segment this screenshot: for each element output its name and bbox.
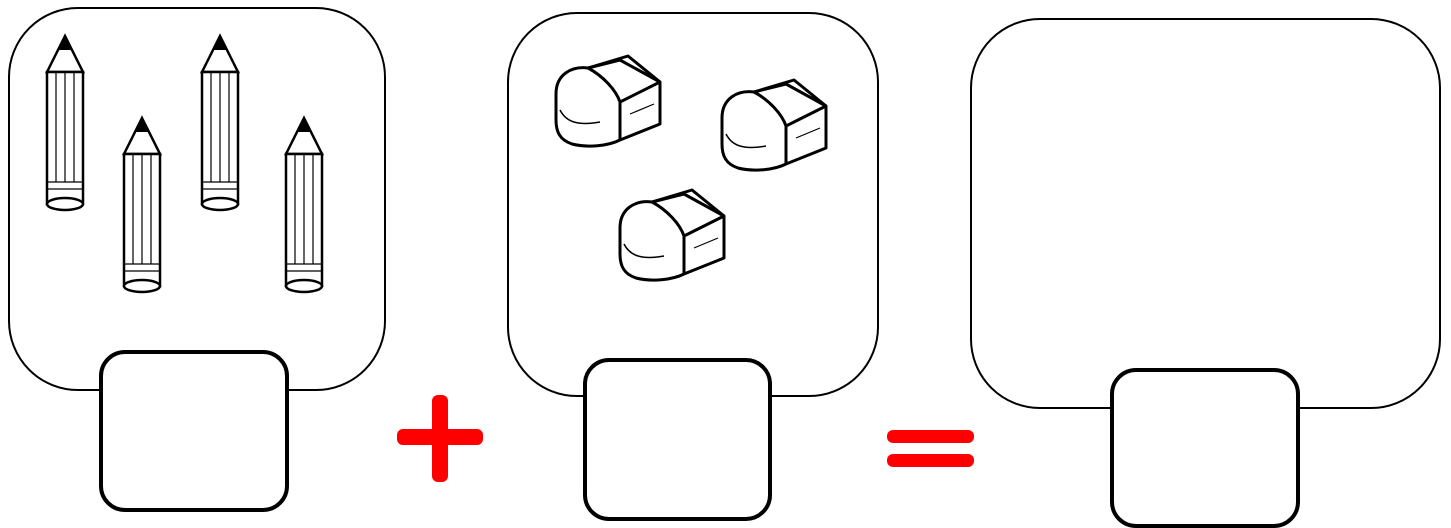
eraser-icon bbox=[720, 78, 828, 172]
eraser-icon bbox=[618, 188, 726, 282]
erasers-answer-box[interactable] bbox=[583, 358, 772, 521]
pencil-icon bbox=[121, 115, 163, 294]
result-answer-box[interactable] bbox=[1110, 368, 1300, 528]
pencil-icon bbox=[283, 115, 325, 294]
result-panel bbox=[970, 18, 1441, 409]
pencils-answer-box[interactable] bbox=[99, 350, 289, 512]
pencil-icon bbox=[44, 33, 86, 212]
eraser-icon bbox=[554, 54, 662, 148]
pencil-icon bbox=[199, 33, 241, 212]
